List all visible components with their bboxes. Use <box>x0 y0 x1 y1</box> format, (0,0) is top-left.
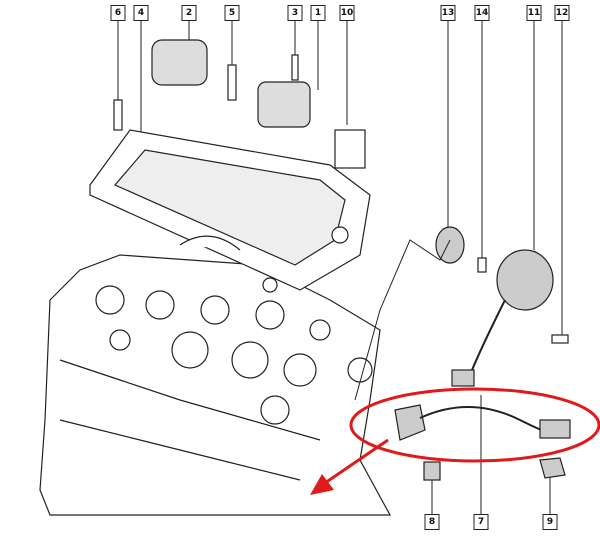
callout-8: 8 <box>424 514 440 530</box>
crankshaft-sensor <box>394 404 571 481</box>
bolts <box>113 54 569 344</box>
callout-14: 14 <box>474 5 490 21</box>
engine-block <box>39 254 392 516</box>
leader-lines <box>117 20 563 515</box>
callout-2: 2 <box>181 5 197 21</box>
callout-3: 3 <box>287 5 303 21</box>
highlight-arrow <box>310 438 389 495</box>
callout-6: 6 <box>110 5 126 21</box>
callout-12: 12 <box>554 5 570 21</box>
callout-13: 13 <box>440 5 456 21</box>
phase-sensor <box>435 226 554 387</box>
callout-4: 4 <box>133 5 149 21</box>
ignition-cover-plate <box>89 129 371 293</box>
callout-7: 7 <box>473 514 489 530</box>
callout-5: 5 <box>224 5 240 21</box>
callout-11: 11 <box>526 5 542 21</box>
callout-9: 9 <box>542 514 558 530</box>
leader-path <box>354 239 451 401</box>
callout-1: 1 <box>310 5 326 21</box>
highlight-ellipse <box>349 387 600 463</box>
callout-10: 10 <box>339 5 355 21</box>
ignition-coils <box>151 39 366 169</box>
